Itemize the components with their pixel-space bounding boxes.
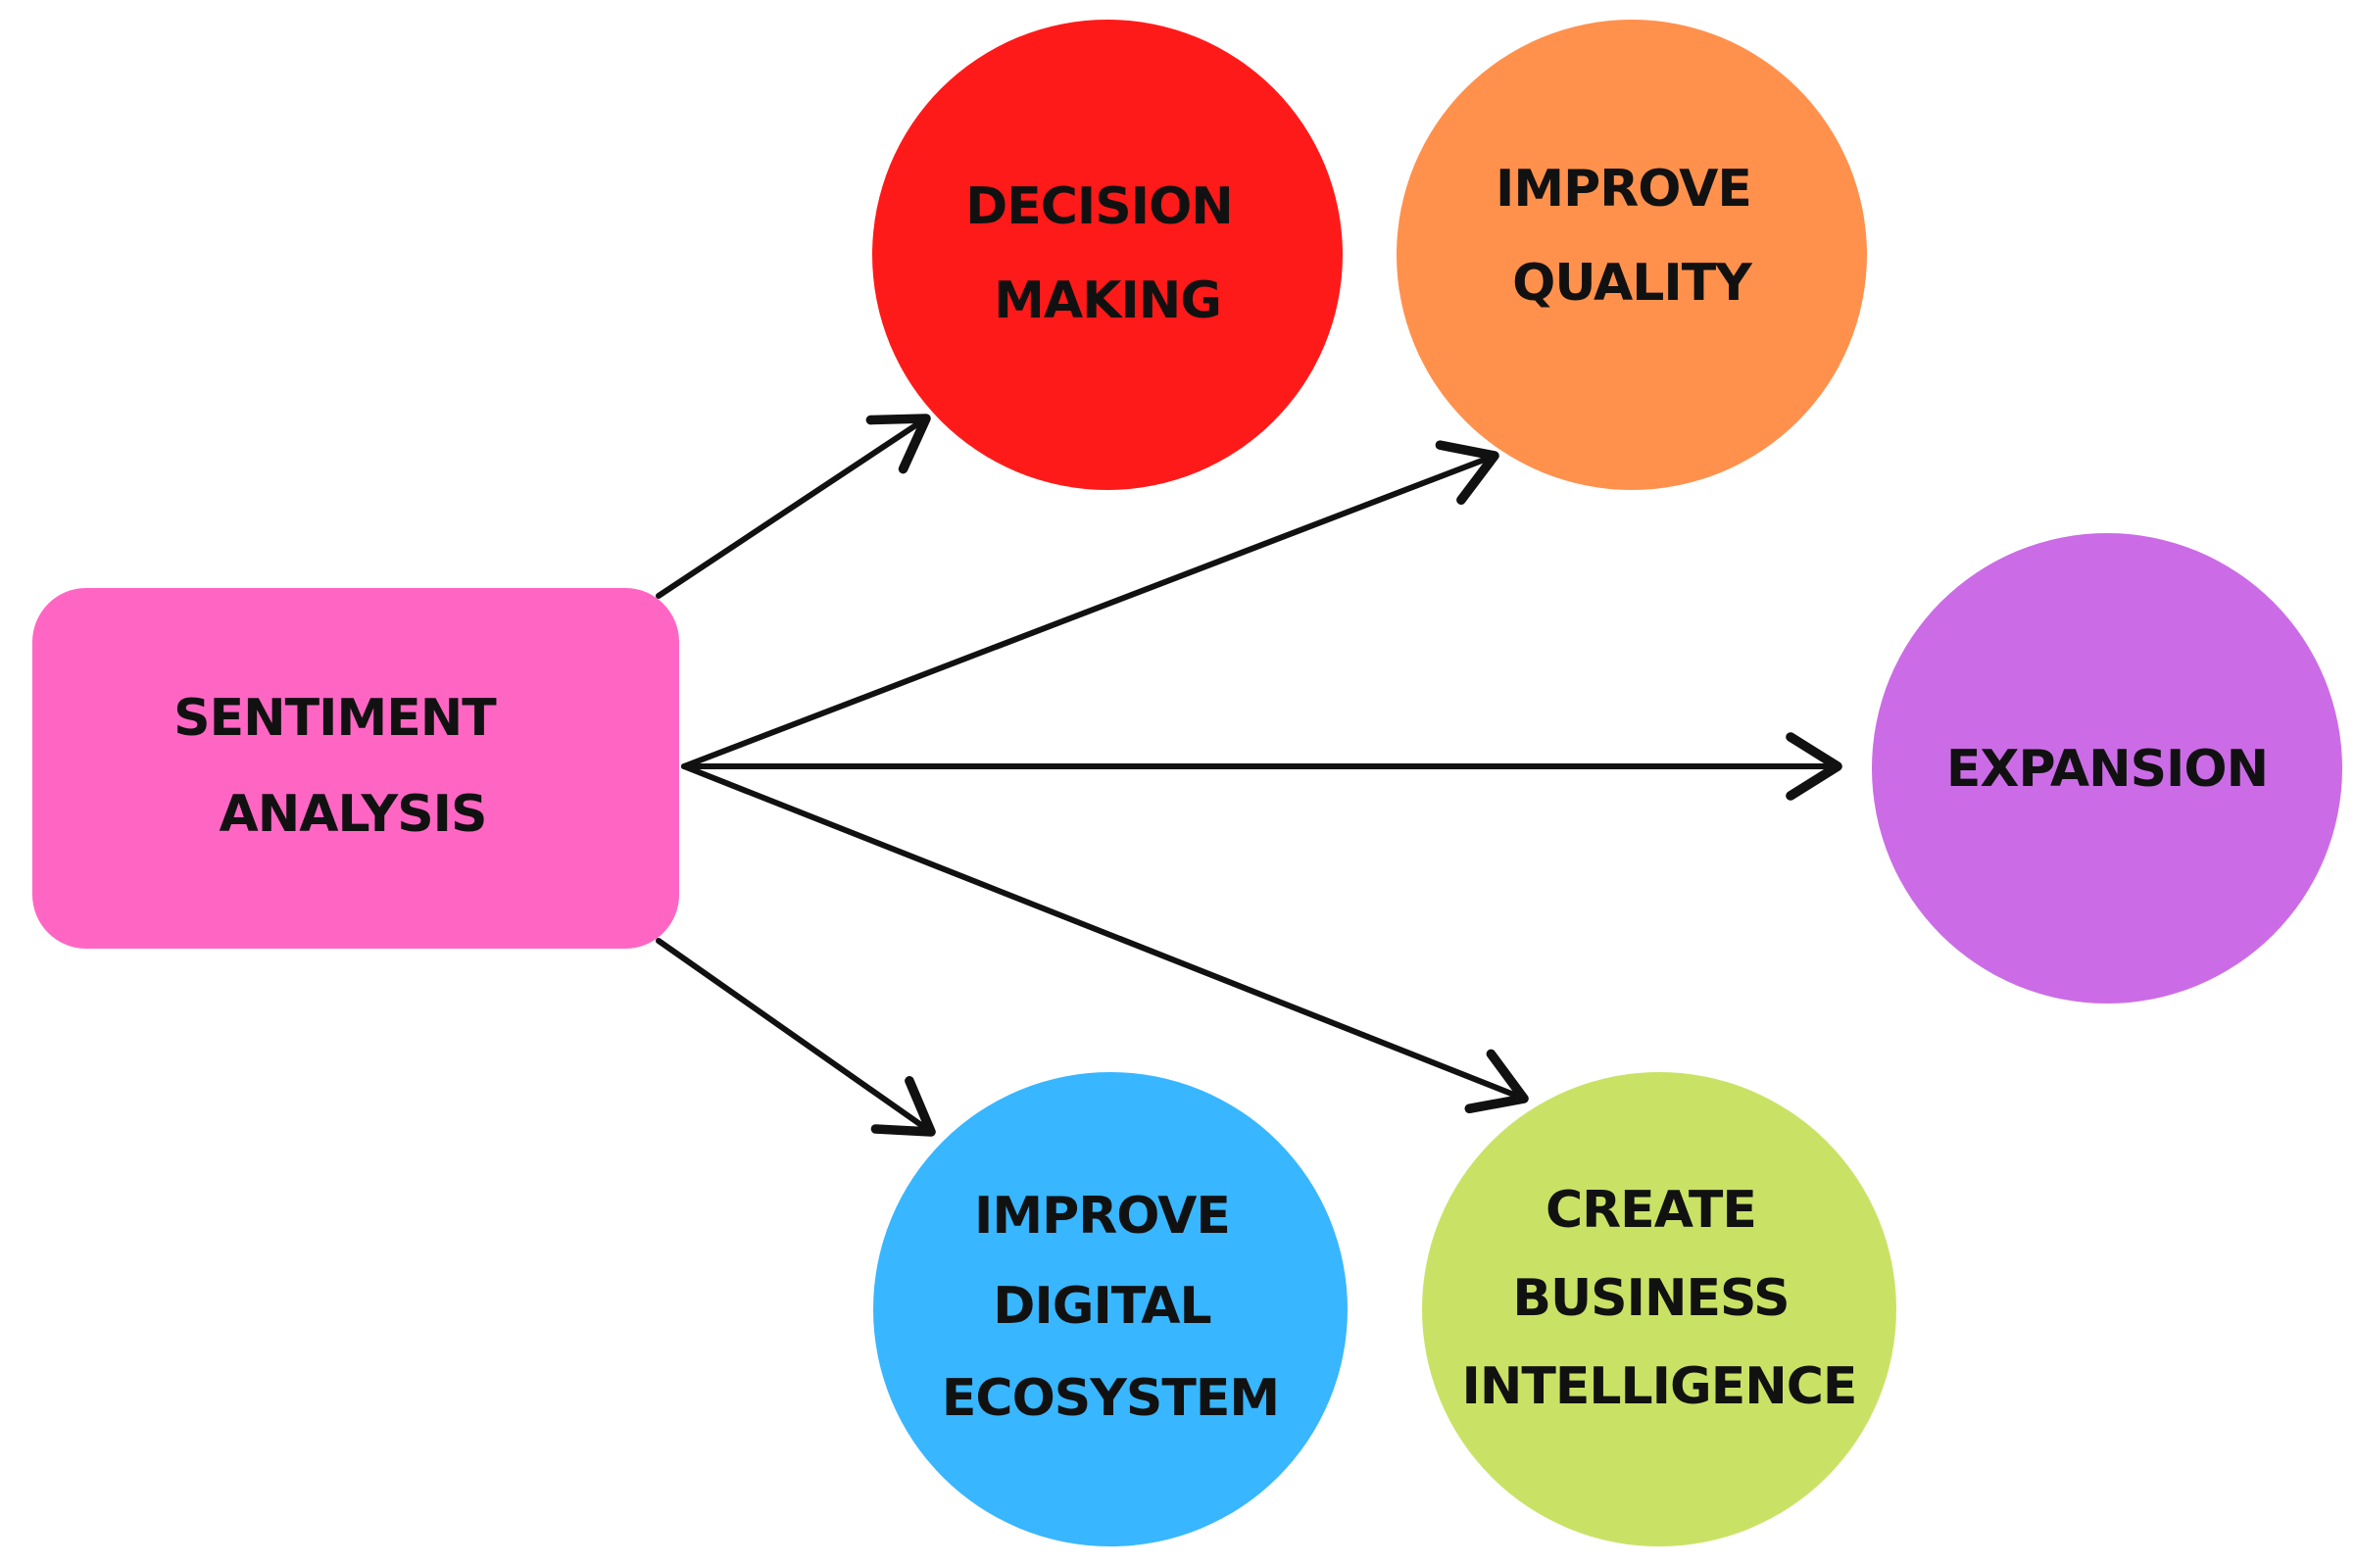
center-node-label: SENTIMENT ANALYSIS [173,689,513,844]
arrow-to-improve-quality [681,440,1499,769]
node-expansion-label: EXPANSION [1946,740,2268,799]
node-expansion: EXPANSION [1872,533,2342,1004]
improve-digital-ecosystem-line-3: ECOSYSTEM [942,1369,1279,1428]
node-improve-digital-ecosystem-circle [873,1072,1348,1546]
node-create-business-intelligence-label: CREATE BUSINESS INTELLIGENCE [1462,1181,1857,1416]
improve-digital-ecosystem-line-2: DIGITAL [993,1277,1210,1336]
improve-quality-line-2: QUALITY [1512,254,1753,313]
arrow-to-decision-making [656,414,931,599]
arrow-to-improve-digital-ecosystem [656,938,936,1137]
node-decision-making: DECISION MAKING [872,20,1343,490]
node-decision-making-label: DECISION MAKING [965,177,1250,330]
node-improve-quality: IMPROVE QUALITY [1397,20,1867,490]
create-business-intelligence-line-1: CREATE [1545,1181,1756,1240]
create-business-intelligence-line-2: BUSINESS [1512,1269,1789,1328]
connector-arrows [656,414,1842,1137]
improve-digital-ecosystem-line-1: IMPROVE [974,1187,1230,1246]
center-node-box [32,588,679,949]
node-improve-quality-circle [1397,20,1867,490]
create-business-intelligence-line-3: INTELLIGENCE [1462,1357,1857,1416]
node-improve-digital-ecosystem: IMPROVE DIGITAL ECOSYSTEM [873,1072,1348,1546]
center-label-line-1: SENTIMENT [173,689,497,748]
node-expansion-circle [1872,533,2342,1004]
node-decision-making-circle [872,20,1343,490]
node-improve-digital-ecosystem-label: IMPROVE DIGITAL ECOSYSTEM [942,1187,1279,1428]
center-label-line-2: ANALYSIS [220,785,487,844]
decision-making-line-1: DECISION [965,177,1233,236]
node-create-business-intelligence-circle [1422,1072,1896,1546]
node-create-business-intelligence: CREATE BUSINESS INTELLIGENCE [1422,1072,1896,1546]
center-node: SENTIMENT ANALYSIS [32,588,679,949]
decision-making-line-2: MAKING [994,271,1221,330]
expansion-line-1: EXPANSION [1946,740,2268,799]
arrow-to-create-business-intelligence [681,763,1529,1114]
node-improve-quality-label: IMPROVE QUALITY [1496,160,1768,313]
improve-quality-line-1: IMPROVE [1496,160,1751,219]
